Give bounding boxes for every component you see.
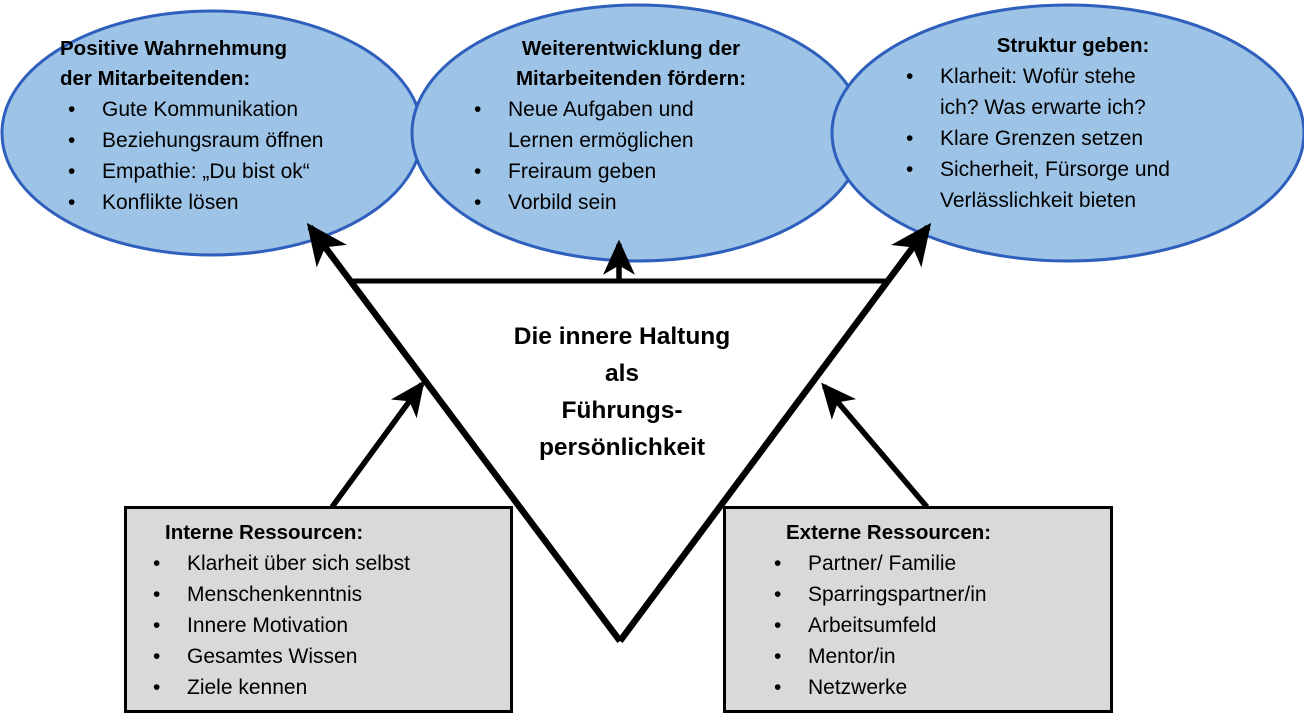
list-item: Netzwerke	[766, 672, 1110, 703]
list-item: Klarheit über sich selbst	[145, 548, 510, 579]
ellipse-title-positive-wahrnehmung: Positive Wahrnehmung der Mitarbeitenden:	[60, 37, 288, 90]
ellipse-title-weiterentwicklung: Weiterentwicklung der Mitarbeitenden för…	[515, 37, 747, 90]
ellipse-title-struktur-geben: Struktur geben:	[996, 34, 1150, 57]
list-item: Beziehungsraum öffnen	[60, 125, 390, 156]
list-item: Ziele kennen	[145, 672, 510, 703]
box-title-externe-ressourcen: Externe Ressourcen:	[786, 521, 992, 544]
list-item: Klare Grenzen setzen	[898, 123, 1248, 154]
box-externe-ressourcen: Externe Ressourcen: Partner/ Familie Spa…	[723, 506, 1113, 713]
list-item: Empathie: „Du bist ok“	[60, 156, 390, 187]
list-item: Mentor/in	[766, 641, 1110, 672]
list-item: Freiraum geben	[466, 156, 796, 187]
list-item: Innere Motivation	[145, 610, 510, 641]
list-item: Partner/ Familie	[766, 548, 1110, 579]
list-item: Menschenkenntnis	[145, 579, 510, 610]
list-item: Gesamtes Wissen	[145, 641, 510, 672]
list-item: Arbeitsumfeld	[766, 610, 1110, 641]
ellipse-content-weiterentwicklung: Weiterentwicklung der Mitarbeitenden för…	[466, 34, 796, 218]
box-bullets-externe-ressourcen: Partner/ Familie Sparringspartner/in Arb…	[766, 548, 1110, 703]
connector-internal-box-arrow	[329, 380, 425, 509]
ellipse-bullets-weiterentwicklung: Neue Aufgaben und Lernen ermöglichen Fre…	[466, 94, 796, 218]
ellipse-content-positive-wahrnehmung: Positive Wahrnehmung der Mitarbeitenden:…	[60, 34, 390, 218]
list-item: Gute Kommunikation	[60, 94, 390, 125]
box-interne-ressourcen: Interne Ressourcen: Klarheit über sich s…	[124, 506, 513, 713]
list-item: Klarheit: Wofür stehe ich? Was erwarte i…	[898, 61, 1248, 123]
ellipse-bullets-struktur-geben: Klarheit: Wofür stehe ich? Was erwarte i…	[898, 61, 1248, 216]
list-item: Vorbild sein	[466, 187, 796, 218]
list-item: Konflikte lösen	[60, 187, 390, 218]
list-item: Sparringspartner/in	[766, 579, 1110, 610]
ellipse-content-struktur-geben: Struktur geben: Klarheit: Wofür stehe ic…	[898, 31, 1248, 216]
page-title: Die innere Haltung als Führungs- persönl…	[513, 323, 731, 461]
list-item: Neue Aufgaben und Lernen ermöglichen	[466, 94, 796, 156]
box-bullets-interne-ressourcen: Klarheit über sich selbst Menschenkenntn…	[145, 548, 510, 703]
ellipse-bullets-positive-wahrnehmung: Gute Kommunikation Beziehungsraum öffnen…	[60, 94, 390, 218]
box-title-interne-ressourcen: Interne Ressourcen:	[165, 521, 364, 544]
list-item: Sicherheit, Fürsorge und Verlässlichkeit…	[898, 154, 1248, 216]
connector-external-box-arrow	[821, 382, 930, 509]
